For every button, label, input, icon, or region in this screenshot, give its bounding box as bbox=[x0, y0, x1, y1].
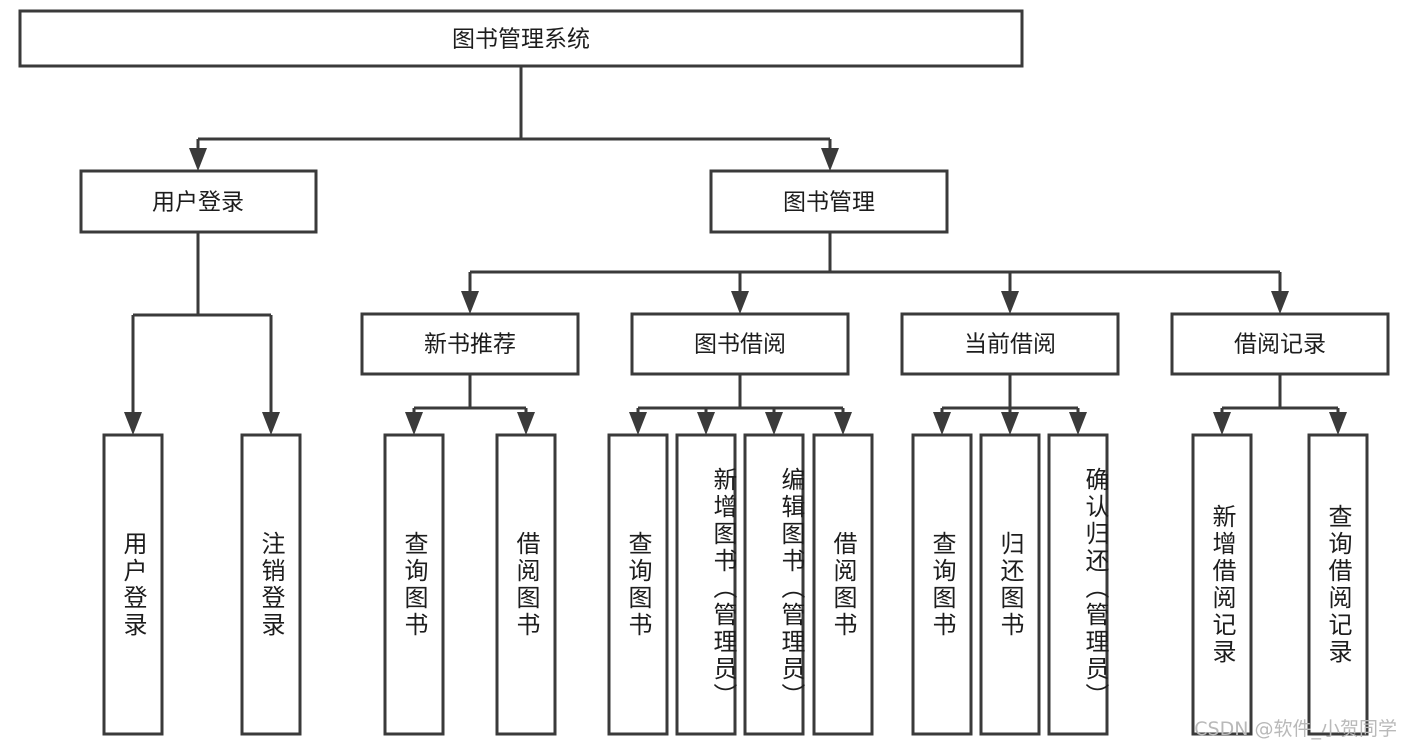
arrowhead-leaf-rec-query bbox=[405, 412, 423, 435]
node-leaf-cb-return[interactable] bbox=[979, 433, 1041, 736]
node-user-login-label: 用户登录 bbox=[152, 190, 244, 216]
node-leaf-br-query[interactable] bbox=[1307, 433, 1369, 736]
arrowhead-new-book-rec bbox=[461, 291, 479, 314]
node-book-borrow-label: 图书借阅 bbox=[694, 332, 786, 358]
node-leaf-cb-query[interactable] bbox=[911, 433, 973, 736]
node-leaf-bb-add[interactable] bbox=[675, 433, 737, 736]
arrowhead-leaf-user-login bbox=[124, 412, 142, 435]
node-leaf-rec-borrow[interactable] bbox=[495, 433, 557, 736]
node-book-borrow[interactable] bbox=[630, 312, 850, 376]
node-layer: 图书管理系统 用户登录 图书管理 新书推荐 图书借阅 当前借阅 借阅记录 bbox=[18, 9, 1390, 736]
node-leaf-bb-edit[interactable] bbox=[743, 433, 805, 736]
arrowhead-current-borrow bbox=[1001, 291, 1019, 314]
node-leaf-br-add[interactable] bbox=[1191, 433, 1253, 736]
node-book-manage-label: 图书管理 bbox=[783, 190, 875, 216]
arrowhead-leaf-bb-query bbox=[629, 412, 647, 435]
node-root[interactable] bbox=[18, 9, 1024, 68]
watermark-text: CSDN @软件_小贺同学 bbox=[1194, 718, 1397, 740]
node-user-login[interactable] bbox=[79, 169, 318, 234]
node-leaf-user-login[interactable] bbox=[102, 433, 164, 736]
arrowhead-leaf-rec-borrow bbox=[517, 412, 535, 435]
node-leaf-bb-query[interactable] bbox=[607, 433, 669, 736]
arrowhead-user-login bbox=[189, 148, 207, 171]
node-leaf-bb-borrow[interactable] bbox=[812, 433, 874, 736]
arrowhead-leaf-bb-borrow bbox=[834, 412, 852, 435]
connector-layer bbox=[124, 66, 1347, 435]
node-root-label: 图书管理系统 bbox=[452, 27, 590, 53]
node-new-book-rec-label: 新书推荐 bbox=[424, 332, 516, 358]
arrowhead-book-borrow bbox=[731, 291, 749, 314]
arrowhead-leaf-user-logout bbox=[262, 412, 280, 435]
arrowhead-leaf-cb-query bbox=[933, 412, 951, 435]
node-book-manage[interactable] bbox=[709, 169, 949, 234]
arrowhead-leaf-bb-add bbox=[697, 412, 715, 435]
node-current-borrow-label: 当前借阅 bbox=[964, 332, 1056, 358]
node-borrow-record[interactable] bbox=[1170, 312, 1390, 376]
node-leaf-rec-query[interactable] bbox=[383, 433, 445, 736]
node-new-book-rec[interactable] bbox=[360, 312, 580, 376]
arrowhead-leaf-br-add bbox=[1213, 412, 1231, 435]
arrowhead-borrow-record bbox=[1271, 291, 1289, 314]
arrowhead-leaf-br-query bbox=[1329, 412, 1347, 435]
arrowhead-leaf-bb-edit bbox=[765, 412, 783, 435]
node-leaf-user-logout[interactable] bbox=[240, 433, 302, 736]
arrowhead-leaf-cb-confirm bbox=[1069, 412, 1087, 435]
node-borrow-record-label: 借阅记录 bbox=[1234, 332, 1326, 358]
arrowhead-leaf-cb-return bbox=[1001, 412, 1019, 435]
node-current-borrow[interactable] bbox=[900, 312, 1120, 376]
arrowhead-book-manage bbox=[821, 148, 839, 171]
node-leaf-cb-confirm[interactable] bbox=[1047, 433, 1109, 736]
